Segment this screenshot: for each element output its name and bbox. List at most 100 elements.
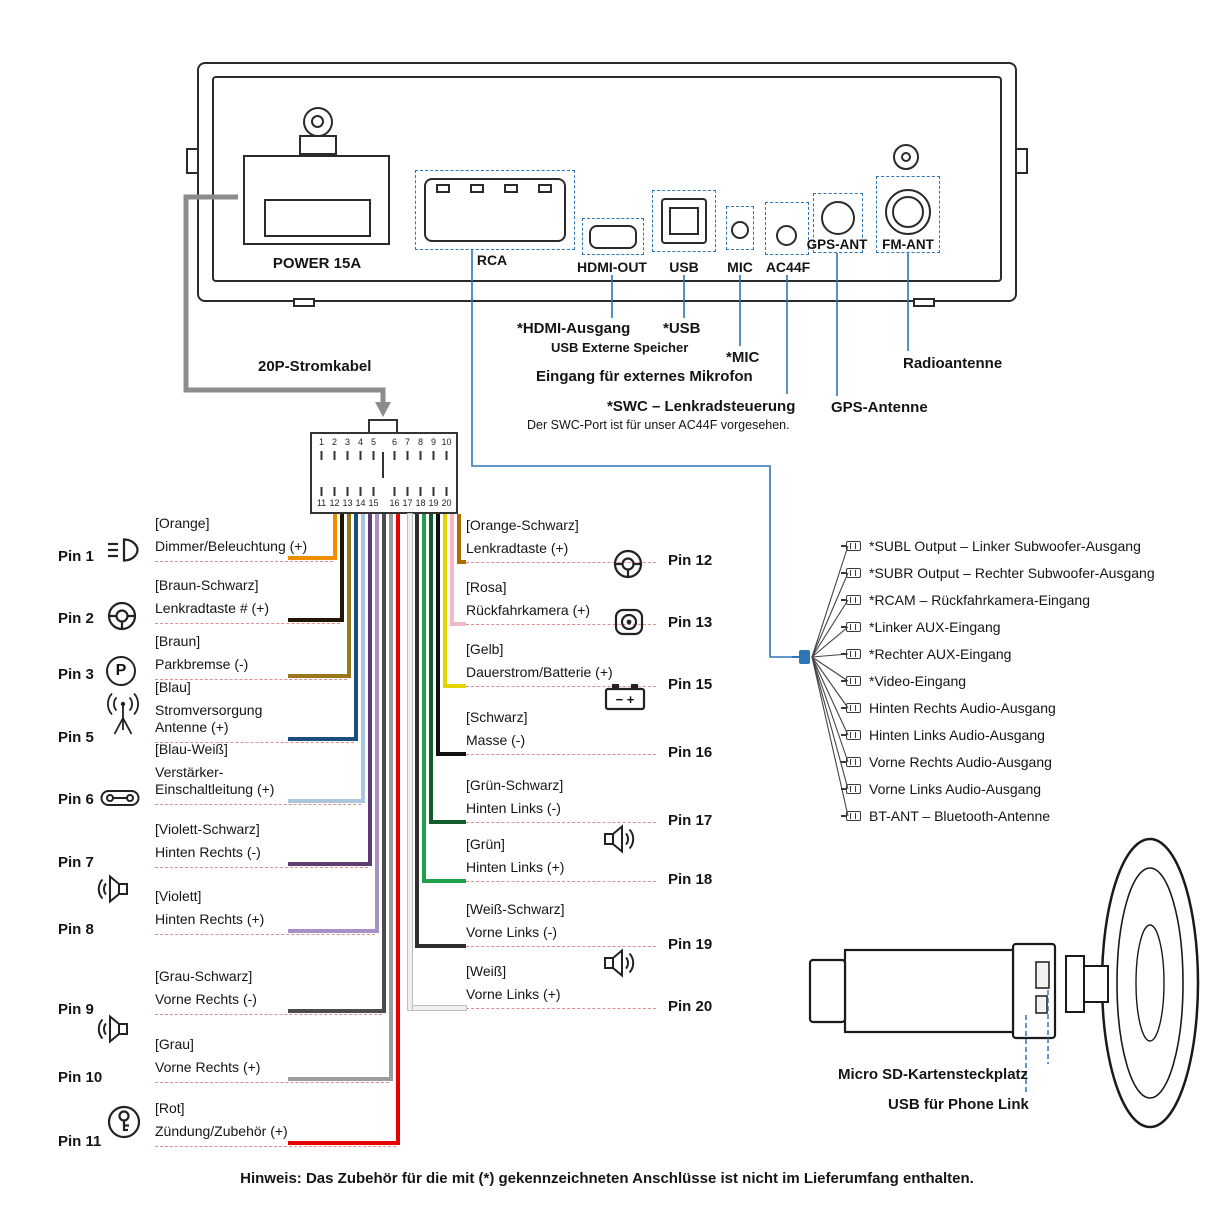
- pin-8-desc: Hinten Rechts (+): [155, 911, 265, 927]
- pin-11-wire-h: [288, 1141, 400, 1145]
- rca-output-label: *SUBR Output – Rechter Subwoofer-Ausgang: [869, 565, 1155, 581]
- ignition-key-icon: [106, 1104, 142, 1140]
- pin-18-color-tag: [Grün]: [466, 836, 505, 852]
- pin-7-wire-v: [368, 514, 372, 866]
- pin-2-color-tag: [Braun-Schwarz]: [155, 577, 259, 593]
- pin-11-label: Pin 11: [58, 1133, 102, 1150]
- antenna-icon: [102, 692, 144, 738]
- connector-pin-ticks-bottom: [315, 487, 453, 496]
- pin-11-wire-v: [396, 514, 400, 1145]
- rca-output-label: Vorne Rechts Audio-Ausgang: [869, 754, 1052, 770]
- hdmi-port: [589, 225, 637, 249]
- steering-wheel-icon: [612, 548, 644, 580]
- chassis-tab-left: [186, 148, 199, 174]
- callout-swc-sub: Der SWC-Port ist für unser AC44F vorgese…: [527, 418, 790, 432]
- pin-6-wire-info: [Blau-Weiß] Verstärker-Einschaltleitung …: [155, 741, 315, 798]
- pin-3-desc: Parkbremse (-): [155, 656, 249, 672]
- pin-number: 18: [415, 498, 426, 508]
- rca-harness-plug-icon: [799, 650, 810, 664]
- pin-18-dashed-line: [466, 881, 656, 882]
- pin-13-color-tag: [Rosa]: [466, 579, 507, 595]
- callout-swc: *SWC – Lenkradsteuerung: [607, 398, 796, 415]
- camera-icon: [614, 608, 644, 636]
- pin-16-dashed-line: [466, 754, 656, 755]
- pin-11-wire-info: [Rot] Zündung/Zubehör (+): [155, 1100, 325, 1140]
- pin-9-wire-v: [382, 514, 386, 1013]
- callout-hdmi-sub: USB Externe Speicher: [551, 340, 689, 355]
- pin-20-desc: Vorne Links (+): [466, 986, 561, 1002]
- mic-label: MIC: [727, 259, 753, 275]
- pin-19-color-tag: [Weiß-Schwarz]: [466, 901, 565, 917]
- amplifier-icon: [100, 788, 140, 808]
- pin-number: 15: [368, 498, 379, 508]
- pin-9-color-tag: [Grau-Schwarz]: [155, 968, 253, 984]
- pin-7-dashed-line: [155, 867, 368, 868]
- pin-number: 9: [430, 437, 436, 447]
- ac44f-dashed-box: [765, 202, 809, 255]
- pin-number: 4: [357, 437, 363, 447]
- pin-5-label: Pin 5: [58, 729, 94, 746]
- rca-output-row: Hinten Links Audio-Ausgang: [841, 725, 1045, 745]
- pin-6-wire-h: [288, 799, 365, 803]
- fm-ant-dashed-box: [876, 176, 940, 253]
- fm-ant-port-inner: [892, 196, 924, 228]
- speaker-icon: [96, 874, 130, 904]
- pin-13-label: Pin 13: [668, 614, 713, 631]
- pin-2-wire-v: [340, 514, 344, 622]
- rca-output-row: Hinten Rechts Audio-Ausgang: [841, 698, 1056, 718]
- rca-output-label: *Rechter AUX-Eingang: [869, 646, 1012, 662]
- pin-17-label: Pin 17: [668, 812, 713, 829]
- rca-output-row: *SUBR Output – Rechter Subwoofer-Ausgang: [841, 563, 1155, 583]
- pin-16-desc: Masse (-): [466, 732, 526, 748]
- pin-number: 19: [428, 498, 439, 508]
- screw-left-center-icon: [311, 115, 324, 128]
- pin-12-wire-h: [457, 560, 466, 564]
- pin-5-desc: Stromversorgung Antenne (+): [155, 702, 263, 735]
- pin-number: 2: [331, 437, 337, 447]
- pin-6-label: Pin 6: [58, 791, 94, 808]
- power-label: POWER 15A: [272, 255, 362, 272]
- usb-dashed-box: [652, 190, 716, 252]
- rca-output-row: *Rechter AUX-Eingang: [841, 644, 1012, 664]
- rca-connector-tab: [504, 184, 518, 193]
- pin-7-wire-info: [Violett-Schwarz] Hinten Rechts (-): [155, 821, 315, 861]
- pin-15-color-tag: [Gelb]: [466, 641, 504, 657]
- pin-number: 13: [342, 498, 353, 508]
- rca-plug-icon: [841, 730, 861, 740]
- pin-5-color-tag: [Blau]: [155, 679, 191, 695]
- rca-output-label: Hinten Links Audio-Ausgang: [869, 727, 1045, 743]
- pin-number: 16: [389, 498, 400, 508]
- pin-11-dashed-line: [155, 1146, 396, 1147]
- connector-pin-ticks-top: [315, 451, 453, 460]
- pin-20-dashed-line: [466, 1008, 656, 1009]
- pin-10-wire-h: [288, 1077, 393, 1081]
- pin-3-label: Pin 3: [58, 666, 94, 683]
- harness-connector-body: [310, 432, 458, 514]
- callout-mic: *MIC: [726, 349, 760, 366]
- rca-plug-icon: [841, 595, 861, 605]
- pin-number: 3: [344, 437, 350, 447]
- pin-18-desc: Hinten Links (+): [466, 859, 565, 875]
- pin-2-dashed-line: [155, 623, 340, 624]
- pin-15-wire-v: [443, 514, 447, 688]
- pin-16-wire-info: [Schwarz] Masse (-): [466, 709, 656, 749]
- pin-9-desc: Vorne Rechts (-): [155, 991, 257, 1007]
- pin-8-wire-v: [375, 514, 379, 933]
- pin-10-wire-v: [389, 514, 393, 1081]
- pin-15-label: Pin 15: [668, 676, 713, 693]
- pin-17-color-tag: [Grün-Schwarz]: [466, 777, 564, 793]
- rca-dashed-box: [415, 170, 575, 250]
- pin-8-label: Pin 8: [58, 921, 94, 938]
- callout-mic-sub: Eingang für externes Mikrofon: [536, 368, 753, 385]
- mic-dashed-box: [726, 206, 754, 250]
- pin-11-color-tag: [Rot]: [155, 1100, 185, 1116]
- rca-output-row: Vorne Links Audio-Ausgang: [841, 779, 1041, 799]
- rca-connector-tab: [436, 184, 450, 193]
- rca-connector-tab: [470, 184, 484, 193]
- footer-note: Hinweis: Das Zubehör für die mit (*) gek…: [240, 1170, 974, 1187]
- micro-sd-label: Micro SD-Kartensteckplatz: [838, 1066, 1029, 1083]
- pin-15-wire-h: [443, 684, 466, 688]
